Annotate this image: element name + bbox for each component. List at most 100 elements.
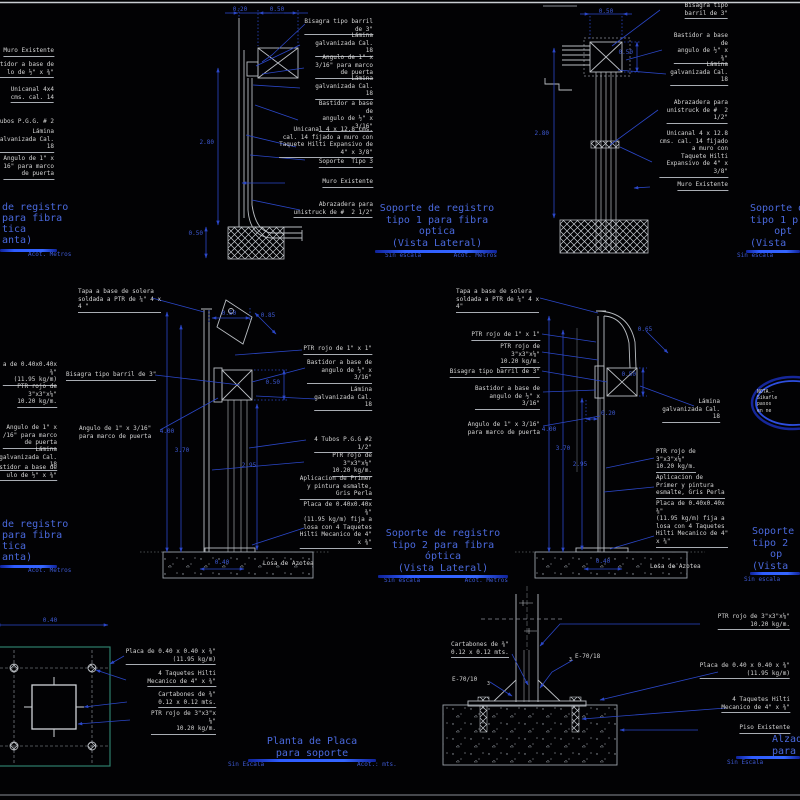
title-tipo2-vista-lateral-line-3: (Vista Lateral) [397,562,489,574]
label-tapa-solera-tipo2-frontal-line-1: soldada a PTR de ¼" 4 x [456,295,540,303]
label-bastidor-angulo-tipo1-lateral-line-0: Bastidor a base [318,100,373,107]
label-weld-e7010-size: 3 [487,681,490,689]
label-abrazadera-unistruck-tipo1-frontal-line-2: 1/2" [713,114,728,122]
label-ptr-rojo-planta-placa-line-1: ⅛" [208,717,216,725]
title-tipo1-planta-fragment-line-3: anta) [2,235,33,246]
label-lamina-cal18-a-tipo1-lateral-line-1: galvanizada Cal. [315,39,373,47]
label-angulo-marco-tipo2-lateral: Angulo de 1" x 3/16"para marco de puerta [79,425,151,440]
label-bisagra-barril-tipo2-frontal-line-0: Bisagra tipo barril de 3" [449,368,540,375]
label-placa-taquetes-tipo2-lateral-line-4: Hilti Mecanico de 4" [299,531,372,539]
label-ptr-1x1-tipo2-frontal: PTR rojo de 1" x 1" [471,331,540,341]
title-planta-de-placa-line-0: Planta de Placa [266,736,358,747]
dim-0-50-bottom-tipo1-lateral-line-0: 0.50 [188,230,203,237]
title-tipo2-planta-fragment-line-3: anta) [2,552,33,563]
label-tapa-solera-tipo2-lateral-line-1: soldada a PTR de ¼" 4 x [78,295,162,303]
label-piso-existente-alzado-line-0: Piso Existente [739,724,790,731]
view-planta-de-placa [0,623,131,767]
label-unicanal-taquete-tipo1-lateral-line-2: Taquete Hilti Expansivo de [279,141,373,149]
note-sin-escala-tipo2-lateral-line-0: Sin escala [384,577,421,584]
dim-0-40-planta-placa-line-0: 0.40 [42,617,58,624]
label-tapa-solera-tipo2-lateral-line-2: 4 " [78,303,89,311]
dim-0-50-top-tipo1-lateral-line-0: 0.50 [269,6,285,13]
label-aplicacion-primer-tipo2-frontal-line-1: Primer y pintura [656,481,714,489]
title-tipo1-vista-lateral-line-3: (Vista Lateral) [391,237,483,249]
label-ptr-1x1-tipo2-frontal-line-0: PTR rojo de 1" x 1" [471,331,540,338]
label-bisagra-barril-tipo1-lateral-line-1: de 3" [354,25,373,33]
label-ptr-3x3-a-tipo2-frontal-line-2: 10.20 kg/m. [500,358,540,366]
label-unicanal-taquete-tipo1-frontal-line-0: Unicanal 4 x 12.8 [666,130,728,137]
label-unicanal-taquete-tipo1-lateral-line-0: Unicanal 4 x 12.8 cms. [293,126,373,133]
dim-0-50-bottom-tipo1-lateral: 0.50 [189,230,203,238]
label-weld-e7018-size: 3 [569,657,572,665]
label-ptr-rojo-fragment-tipo2-planta-line-0: PTR rojo de [17,383,57,390]
dim-0-85-tipo2-lateral: 0.85 [261,312,275,320]
label-placa-taquetes-tipo2-lateral-line-3: losa con 4 Taquetes [303,523,372,531]
label-placa-fragment-tipo2-planta-line-0: a de 0.40x0.40x [2,361,57,368]
label-muro-existente-planta1-line-0: Muro Existente [3,47,54,54]
label-bastidor-angulo-tipo2-frontal-line-2: 3/16" [521,400,540,408]
label-placa-taquetes-tipo2-lateral-line-2: (11.95 kg/m) fija a [303,516,372,524]
label-ptr-rojo-alzado-line-0: PTR rojo de 3"x3"x⅛" [717,613,790,620]
label-angulo-marco-tipo2-frontal: Angulo de 1" x 3/16"para marco de puerta [468,421,540,436]
label-lamina-galvanizada-planta1-line-2: 18 [46,143,54,151]
label-lamina-cal18-tipo1-frontal-line-1: galvanizada Cal. [670,68,728,76]
view-tipo2-vista-frontal [515,297,800,579]
label-bastidor-angulo-tipo2-lateral-line-0: Bastidor a base de [306,359,372,366]
dim-0-50-top-tipo1-lateral: 0.50 [270,6,284,14]
label-angulo-marco-tipo1-lateral-line-2: de puerta [340,69,373,77]
label-placa-0-40-alzado-line-0: Placa de 0.40 x 0.40 x ⅜" [699,662,790,669]
dim-0-85-tipo2-lateral-line-0: 0.85 [260,312,276,319]
title-underline-alzado [736,756,800,759]
label-lamina-cal18-b-tipo1-lateral-line-1: galvanizada Cal. [315,82,373,90]
note-sin-escala-alzado: Sin Escala [727,759,763,767]
label-angulo-marco-fragment-planta1-line-0: Angulo de 1" x [3,155,54,162]
label-angulo-marco-tipo1-lateral-line-1: 3/16" para marco [315,61,373,69]
label-lamina-cal18-b-tipo1-lateral-line-0: Lámina [351,75,373,82]
label-cartabones-planta-placa-line-1: 0.12 x 0.12 mts. [158,698,216,706]
view-alzado-placa [442,586,727,766]
label-ptr-3x3-tipo2-lateral-line-0: PTR rojo de [332,452,372,459]
label-angulo-fragment-tipo2-planta-line-1: /16" para marco [2,431,57,439]
dim-0-40-tipo2-lateral-line-0: 0.40 [214,559,230,566]
label-unicanal-4x4-planta1-line-1: cms. cal. 14 [10,93,54,101]
label-weld-e7010-alzado: E-70/10 [452,676,477,684]
label-tubos-pgg-fragment-planta1-line-0: ubos P.G.G. # 2 [0,118,54,125]
title-tipo2-frontal-fragment-line-3: (Vista [752,560,789,572]
label-placa-0-40-alzado: Placa de 0.40 x 0.40 x ⅜"(11.95 kg/m) [699,662,790,680]
view-tipo1-vista-frontal [544,9,667,254]
dim-3-70-tipo2-frontal-line-0: 3.70 [555,445,571,452]
label-unicanal-4x4-planta1-line-0: Unicanal 4x4 [10,86,54,93]
dim-0-20-tipo1-lateral-line-0: 0.20 [232,6,248,13]
note-sin-escala-tipo1-frontal: Sin escala [737,252,773,260]
label-tapa-solera-tipo2-frontal-line-2: 4" [456,303,464,311]
label-placa-0-40-planta-placa-line-1: (11.95 kg/m) [172,655,216,663]
title-tipo1-planta-fragment-line-0: de registro [2,202,69,213]
label-unicanal-taquete-tipo1-frontal-line-2: a muro con [691,145,728,153]
note-nota-sikaflex-line-0: NOTA.- [757,390,775,395]
note-acot-mts-planta-placa-line-0: Acot.: mts. [357,761,397,768]
label-bastidor-angulo-tipo2-lateral-line-1: angulo de ½" x [321,366,372,374]
label-lamina-cal18-tipo2-lateral-line-2: 18 [364,401,372,409]
note-acot-mts-planta-placa: Acot.: mts. [357,761,397,769]
label-angulo-fragment-tipo2-planta-line-0: Angulo de 1" x [6,424,57,431]
label-lamina-cal18-tipo1-frontal-line-2: 18 [720,76,728,84]
dim-4-00-tipo2-frontal: 4.00 [542,426,556,434]
label-unicanal-taquete-tipo1-lateral: Unicanal 4 x 12.8 cms.cal. 14 fijado a m… [279,126,373,159]
label-4-taquetes-planta-placa-line-0: 4 Taquetes Hilti [158,670,216,677]
label-ptr-3x3-b-tipo2-frontal-line-2: 10.20 kg/m. [656,463,696,471]
label-placa-taquetes-tipo2-frontal-line-5: x ⅜" [656,537,671,545]
dim-0-50-box-tipo2-lateral: 0.50 [266,379,280,387]
label-ptr-rojo-fragment-tipo2-planta-line-2: 10.20 kg/m. [17,398,57,406]
